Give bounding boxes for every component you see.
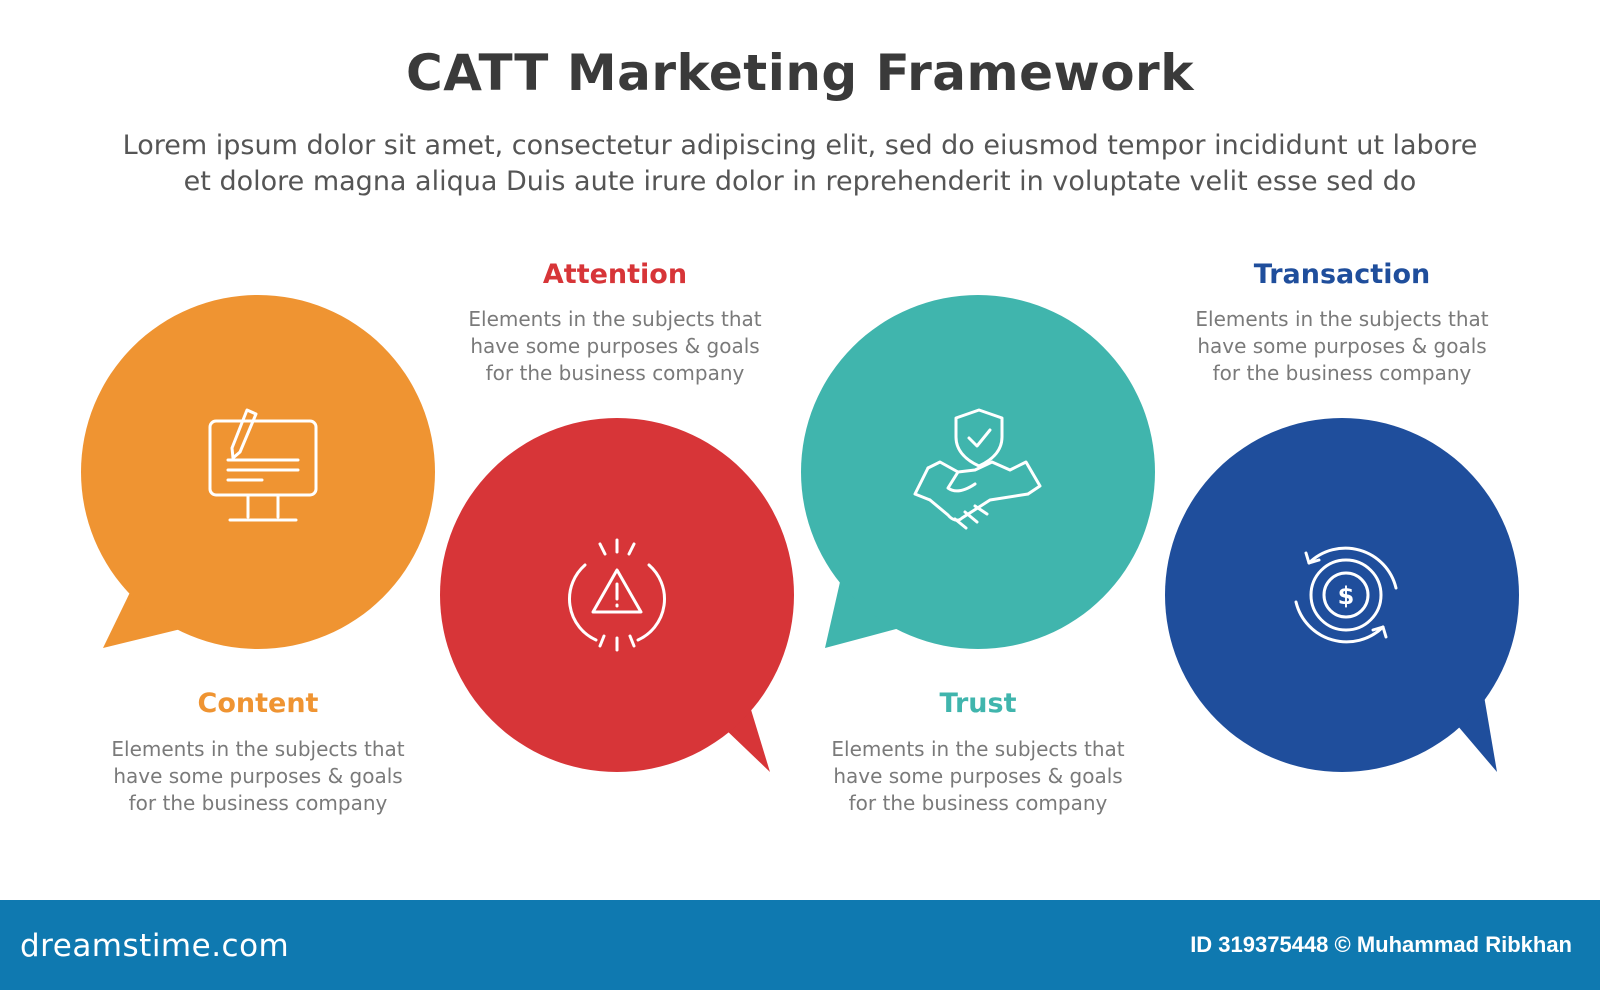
dollar-cycle-icon	[1294, 546, 1398, 644]
transaction-bubble: $	[1165, 418, 1519, 772]
subtitle-line-2: et dolore magna aliqua Duis aute irure d…	[183, 166, 1417, 197]
computer-with-pen-icon	[208, 408, 318, 522]
content-bubble	[81, 295, 435, 649]
attention-bubble	[440, 418, 794, 772]
trust-desc-line-2: have some purposes & goals	[833, 764, 1123, 788]
trust-bubble-circle	[801, 295, 1155, 649]
content-bubble-shape	[103, 582, 185, 648]
attention-step-desc: Elements in the subjects that have some …	[445, 306, 785, 387]
framework-diagram: $	[81, 295, 1519, 772]
trust-bubble	[801, 295, 1155, 649]
image-credit: ID 319375448 © Muhammad Ribkhan	[1190, 932, 1572, 957]
page-subtitle: Lorem ipsum dolor sit amet, consectetur …	[60, 128, 1540, 200]
content-desc-line-2: have some purposes & goals	[113, 764, 403, 788]
warning-alert-icon	[568, 538, 666, 652]
subtitle-line-1: Lorem ipsum dolor sit amet, consectetur …	[122, 130, 1478, 161]
content-bubble-circle	[81, 295, 435, 649]
trust-desc-line-3: for the business company	[848, 791, 1108, 815]
trust-step-desc: Elements in the subjects that have some …	[808, 736, 1148, 817]
handshake-shield-icon	[913, 408, 1042, 530]
content-step-title: Content	[197, 688, 319, 719]
transaction-bubble-circle	[1165, 418, 1519, 772]
brand-logo-text[interactable]: dreamstime.com	[20, 928, 290, 964]
page-title: CATT Marketing Framework	[406, 44, 1194, 102]
footer-bar: dreamstime.com ID 319375448 © Muhammad R…	[0, 900, 1600, 990]
trust-step-title: Trust	[939, 688, 1017, 719]
attention-desc-line-1: Elements in the subjects that	[468, 307, 762, 331]
attention-desc-line-3: for the business company	[485, 361, 745, 385]
content-step-desc: Elements in the subjects that have some …	[88, 736, 428, 817]
trust-desc-line-1: Elements in the subjects that	[831, 737, 1125, 761]
attention-step-title: Attention	[542, 259, 688, 290]
trust-bubble-shape	[825, 582, 900, 648]
content-desc-line-1: Elements in the subjects that	[111, 737, 405, 761]
attention-desc-line-2: have some purposes & goals	[470, 334, 760, 358]
dollar-sign: $	[1338, 582, 1355, 610]
transaction-desc-line-1: Elements in the subjects that	[1195, 307, 1489, 331]
content-desc-line-3: for the business company	[128, 791, 388, 815]
transaction-step-title: Transaction	[1253, 259, 1431, 290]
transaction-desc-line-3: for the business company	[1212, 361, 1472, 385]
transaction-desc-line-2: have some purposes & goals	[1197, 334, 1487, 358]
transaction-step-desc: Elements in the subjects that have some …	[1172, 306, 1512, 387]
